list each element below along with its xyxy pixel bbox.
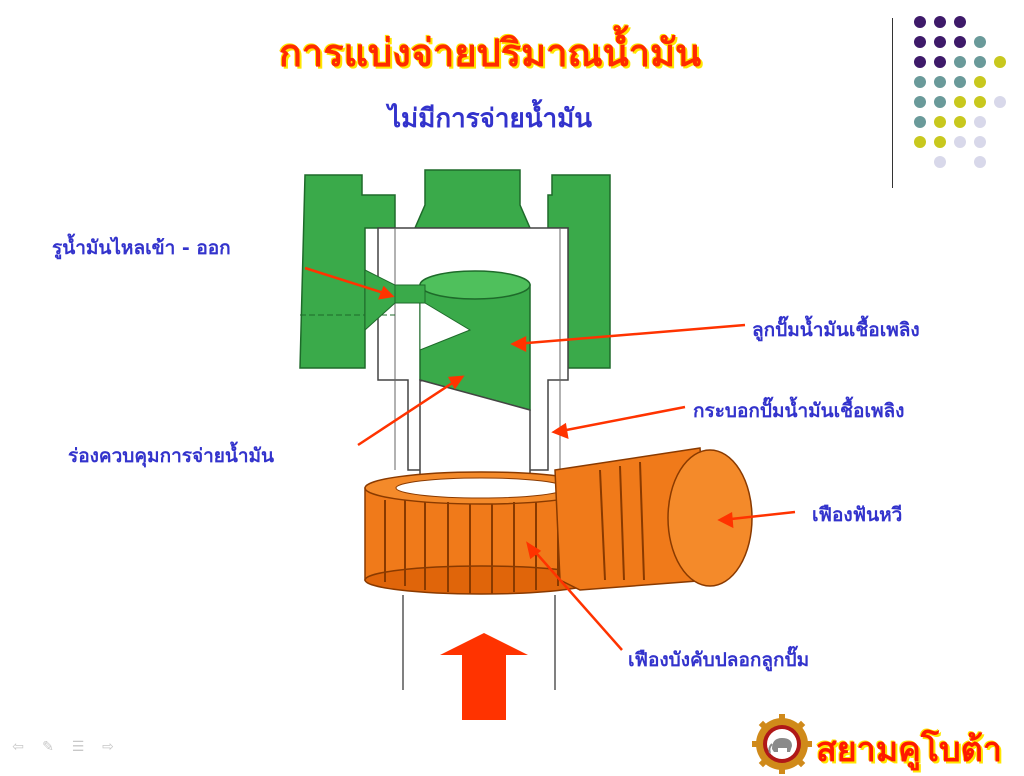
pen-icon[interactable]: ✎ <box>42 739 54 755</box>
plunger-top-face <box>419 270 531 300</box>
kubota-emblem-icon <box>752 714 812 774</box>
label-plunger: ลูกปั๊มน้ำมันเชื้อเพลิง <box>752 319 920 341</box>
label-rack: เฟืองฟันหวี <box>812 504 903 526</box>
rack-end <box>667 449 753 587</box>
label-barrel: กระบอกปั๊มน้ำมันเชื้อเพลิง <box>693 400 905 422</box>
leader-inlet <box>304 266 391 297</box>
label-control-sleeve: เฟืองบังคับปลอกลูกปั๊ม <box>628 649 810 671</box>
logo-text: สยามคูโบต้า <box>816 730 1002 770</box>
label-control-groove: ร่องควบคุมการจ่ายน้ำมัน <box>68 445 275 467</box>
menu-icon[interactable]: ☰ <box>71 739 85 755</box>
helix-groove <box>419 299 472 351</box>
prev-arrow-icon[interactable]: ⇦ <box>12 739 24 755</box>
decorative-dot-grid <box>914 16 1006 168</box>
rack-body <box>554 447 711 591</box>
slide-title: การแบ่งจ่ายปริมาณน้ำมัน <box>278 31 702 75</box>
label-inlet-outlet: รูน้ำมันไหลเข้า - ออก <box>52 237 231 259</box>
leader-barrel <box>555 405 686 434</box>
plunger-lower <box>419 379 531 486</box>
plunger-stem <box>413 169 532 229</box>
slide-subtitle: ไม่มีการจ่ายน้ำมัน <box>387 104 592 134</box>
inlet-port <box>394 284 426 304</box>
leader-groove <box>357 376 461 447</box>
leader-plunger <box>514 323 746 346</box>
leader-sleeve <box>529 545 623 651</box>
push-up-arrow <box>440 633 528 720</box>
slide-nav: ⇦ ✎ ☰ ⇨ <box>8 740 118 754</box>
leader-rack <box>721 510 796 522</box>
next-arrow-icon[interactable]: ⇨ <box>102 739 114 755</box>
decorative-divider <box>892 18 893 188</box>
